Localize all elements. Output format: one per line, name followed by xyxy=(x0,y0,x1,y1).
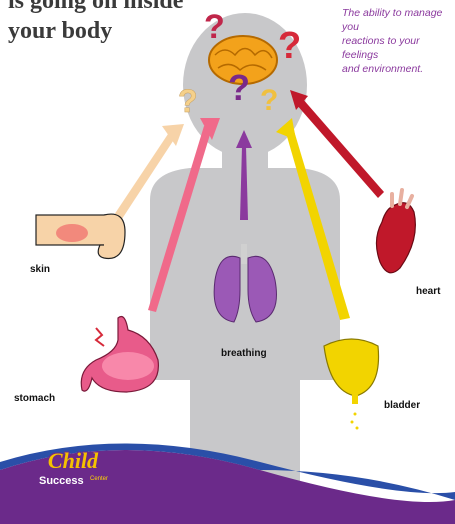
child-success-center-logo: Child Success Center xyxy=(30,448,116,496)
svg-text:?: ? xyxy=(228,67,250,108)
logo-word-child: Child xyxy=(30,448,116,474)
bladder-icon xyxy=(324,339,379,430)
logo-word-center: Center xyxy=(90,476,108,482)
definition-line-2: reactions to your feelings xyxy=(342,34,455,62)
svg-text:?: ? xyxy=(204,8,225,46)
heading-line-2: your body xyxy=(8,16,188,46)
label-heart: heart xyxy=(416,286,440,297)
page-heading: is going on inside your body xyxy=(8,0,188,46)
stomach-icon xyxy=(81,317,158,393)
label-stomach: stomach xyxy=(14,393,55,404)
logo-word-success: Success xyxy=(36,474,87,488)
heart-icon xyxy=(376,190,415,273)
svg-text:?: ? xyxy=(260,84,278,117)
definition-text: The ability to manage you reactions to y… xyxy=(342,6,455,76)
label-bladder: bladder xyxy=(384,400,420,411)
heading-line-1: is going on inside xyxy=(8,0,188,16)
svg-text:?: ? xyxy=(278,25,301,67)
svg-text:?: ? xyxy=(178,83,198,119)
definition-line-3: and environment. xyxy=(342,62,455,76)
definition-line-1: The ability to manage you xyxy=(342,6,455,34)
label-skin: skin xyxy=(30,264,50,275)
hand-icon xyxy=(36,214,125,258)
label-breathing: breathing xyxy=(221,348,267,359)
